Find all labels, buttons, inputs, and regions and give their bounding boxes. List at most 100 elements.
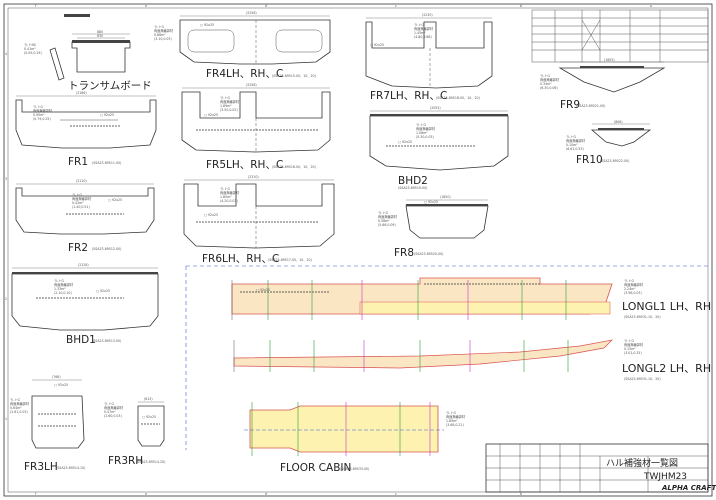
fr3lh-title: FR3LH — [24, 461, 58, 473]
zone-3: 3 — [5, 177, 7, 181]
fr8-note4: (5.66,0.09) — [378, 223, 396, 227]
zone-labels-side: 4 3 2 1 — [5, 52, 7, 421]
fr3rh-note4: (2.60,0.03) — [104, 414, 122, 418]
part-fr7: (2230) ラ-トG 両面無輪郭材 1.45m² (4.80,0.68) □ … — [365, 13, 493, 102]
bhd2-note4: (5.30,0.03) — [416, 135, 434, 139]
floor-frame-stations — [251, 402, 431, 456]
fr5-dim: (2258) — [246, 83, 257, 87]
bhd1-note2: 両面無輪郭材 — [54, 282, 74, 287]
company-logo: ALPHA CRAFT — [661, 484, 716, 492]
fr2-title: FR2 — [68, 242, 88, 254]
fr2-note1: ラ-トG — [72, 192, 83, 197]
fr9-note4: (6.30,0.06) — [540, 86, 558, 90]
fr1-title: FR1 — [68, 156, 88, 168]
fr10-note1: ラ-トG — [566, 134, 577, 139]
fr4-note4: (3.10,0.03) — [154, 37, 172, 41]
zone-1: 1 — [5, 417, 7, 421]
part-fr10: (806) ラ-トG 両面無輪郭材 0.10m² (6.61,0.53) FR1… — [566, 120, 652, 166]
fr8-hole: □ 92x25 — [424, 200, 438, 204]
fr1-note4: (0.79,0.25) — [33, 117, 51, 121]
zone-c-bottom: c — [395, 492, 397, 496]
fr9-note3: 0.34m² — [540, 82, 552, 86]
longl1-note1: ラ-トG — [624, 278, 635, 283]
longl2-note1: ラ-トG — [624, 338, 635, 343]
fr6-note1: ラ-トG — [220, 186, 231, 191]
fr2-note4: (1.40,0.51) — [72, 205, 90, 209]
longl1-frame-stations — [231, 280, 567, 320]
transom-note1: ラ-トNS — [24, 42, 36, 47]
part-transom: 880 830 ラ-トNS 0.41m² (0.09,0.29) トランサムボー… — [24, 14, 152, 92]
bhd2-note2: 両面無輪郭材 — [416, 126, 436, 131]
fr6-part-no: (SSA23-69517-00、10、20) — [268, 258, 312, 262]
fr3lh-note4: (2.61,0.03) — [10, 410, 28, 414]
fr8-note3: 0.58m² — [378, 219, 390, 223]
longl2-part-no: (SSA23-69531-10、20) — [624, 377, 661, 381]
zone-a: a — [650, 4, 652, 8]
fr8-title: FR8 — [394, 247, 414, 259]
longl1-note3: 2.24m² — [624, 287, 636, 291]
transom-note3: (0.09,0.29) — [24, 51, 42, 55]
fr6-title: FR6LH、RH、C — [202, 253, 279, 265]
part-longl1: □ 92x25 ラ-トG 両面無輪郭材 2.24m² (3.96,0.03) L… — [231, 277, 711, 320]
fr7-title: FR7LH、RH、C — [370, 90, 447, 102]
longl2-note2: 両面無輪郭材 — [624, 342, 644, 347]
fr10-dim: (806) — [614, 120, 623, 124]
fr9-note2: 両面無輪郭材 — [540, 77, 560, 82]
zone-e: e — [145, 4, 147, 8]
longl1-note4: (3.96,0.03) — [624, 291, 642, 295]
fr8-dim: (1850) — [440, 195, 451, 199]
zone-b: b — [520, 4, 522, 8]
fr4-note3: 0.86m² — [154, 33, 166, 37]
sheet-inner-border — [7, 7, 709, 493]
fr2-note2: 両面無輪郭材 — [72, 196, 92, 201]
floor-note4: (3.68,0.21) — [446, 423, 464, 427]
fr3lh-note1: ラ-トG — [10, 397, 21, 402]
fr7-part-no: (SSA23-69518-00、10、20) — [436, 96, 480, 100]
fr6-dim: (2310) — [248, 175, 259, 179]
zone-2: 2 — [5, 297, 7, 301]
longl2-note4: (3.01,0.25) — [624, 351, 642, 355]
fr10-title: FR10 — [576, 154, 603, 166]
part-bhd2: (2055) ラ-トG 両面無輪郭材 1.06m² (5.30,0.03) □ … — [369, 106, 509, 190]
zone-f-bottom: f — [35, 492, 37, 496]
floor-note2: 両面無輪郭材 — [446, 414, 466, 419]
part-fr6: (2310) ラ-トG 両面無輪郭材 1.80m² (4.20,0.03) □ … — [183, 175, 335, 265]
floor-note1: ラ-トG — [446, 410, 457, 415]
fr9-dim: (1605) — [604, 58, 615, 62]
part-fr8: (1850) ラ-トG 両面無輪郭材 0.58m² (5.66,0.09) □ … — [378, 195, 489, 259]
zone-e-bottom: e — [145, 492, 147, 496]
fr5-note4: (3.50,0.02) — [220, 108, 238, 112]
fr8-part-no: (SSA23-69520-00) — [414, 252, 443, 256]
fr3rh-part-no: (SSA23-69514-20) — [136, 460, 165, 464]
fr6-hole: □ 92x25 — [204, 213, 218, 217]
part-fr3rh: (613) ラ-トG 両面無輪郭材 0.47m² (2.60,0.03) □ 9… — [104, 397, 165, 467]
bhd2-part-no: (SSA23-69519-00) — [398, 186, 427, 190]
transom-title: トランサムボード — [68, 80, 152, 92]
drawing-title: ハル補強材一覧図 — [606, 457, 678, 469]
fr4-dim: (2258) — [246, 11, 257, 15]
fr1-note3: 0.90m² — [33, 113, 45, 117]
fr4-note1: ラ-トG — [154, 24, 165, 29]
fr2-part-no: (SSA23-69512-00) — [92, 247, 121, 251]
transom-note2: 0.41m² — [24, 47, 36, 51]
fr5-note3: 1.89m² — [220, 104, 232, 108]
fr4-hole: □ 92x25 — [200, 23, 214, 27]
bhd2-title: BHD2 — [398, 175, 428, 187]
fr3rh-title: FR3RH — [108, 455, 143, 467]
fr1-dim: (2186) — [76, 91, 87, 95]
fr6-note2: 両面無輪郭材 — [220, 190, 240, 195]
fr5-note1: ラ-トG — [220, 95, 231, 100]
part-fr3lh: (766) ラ-トG 両面無輪郭材 0.64m² (2.61,0.03) □ 9… — [10, 375, 85, 473]
fr3lh-part-no: (SSA23-69514-10) — [56, 466, 85, 470]
part-longl2: ラ-トG 両面無輪郭材 0.15m² (3.01,0.25) LONGL2 LH… — [233, 338, 711, 381]
fr4-part-no: (SSA23-69515-00、10、20) — [272, 74, 316, 78]
fr6-note4: (4.20,0.03) — [220, 199, 238, 203]
fr10-note2: 両面無輪郭材 — [566, 138, 586, 143]
fr9-part-no: (SSA23-69521-00) — [576, 104, 605, 108]
bhd1-note1: ラ-トG — [54, 278, 65, 283]
fr9-title: FR9 — [560, 99, 580, 111]
longl1-part-no: (SSA23-69531-10、20) — [624, 315, 661, 319]
fr6-note3: 1.80m² — [220, 195, 232, 199]
floor-title: FLOOR CABIN — [280, 462, 351, 474]
fr7-note3: 1.45m² — [414, 31, 426, 35]
